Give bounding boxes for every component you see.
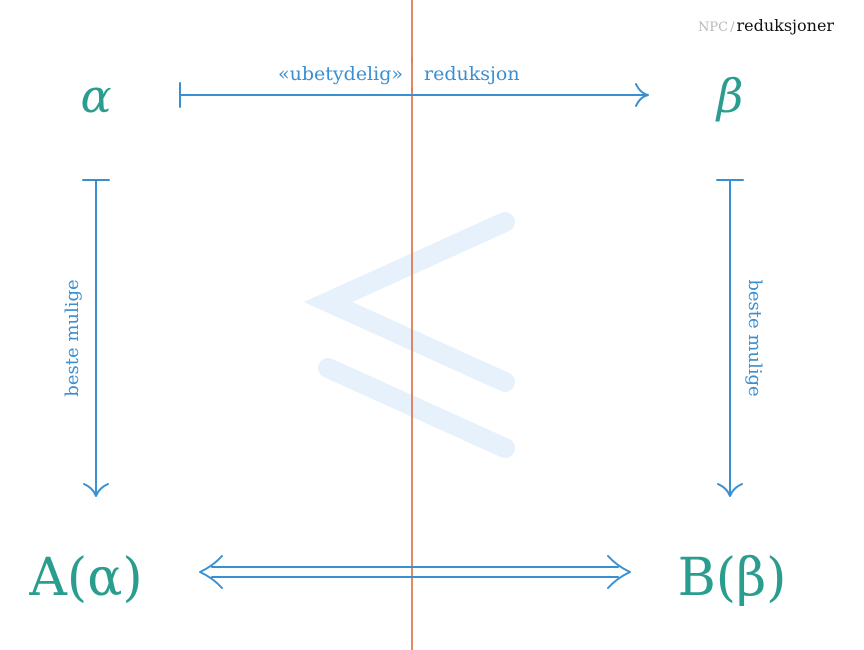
right-arrow (716, 179, 744, 497)
b-of-beta-symbol: B(β) (678, 548, 787, 608)
left-arrow-label: beste mulige (62, 279, 83, 396)
breadcrumb-current: reduksjoner (736, 16, 835, 35)
bottom-double-arrow (199, 555, 631, 589)
breadcrumb-separator: / (730, 20, 735, 35)
beta-symbol: β (715, 69, 744, 123)
top-arrow-label-bg (262, 62, 558, 88)
top-arrow-label-left: «ubetydelig» (278, 63, 403, 85)
top-arrow (179, 82, 649, 108)
right-arrow-label: beste mulige (744, 279, 765, 396)
less-or-equal-watermark (303, 212, 515, 458)
alpha-symbol: α (80, 69, 111, 123)
breadcrumb-parent[interactable]: NPC (698, 20, 729, 35)
breadcrumb: NPC/reduksjoner (698, 16, 834, 35)
top-arrow-label-right: reduksjon (424, 63, 520, 85)
left-arrow (82, 179, 110, 497)
a-of-alpha-symbol: A(α) (28, 548, 142, 608)
